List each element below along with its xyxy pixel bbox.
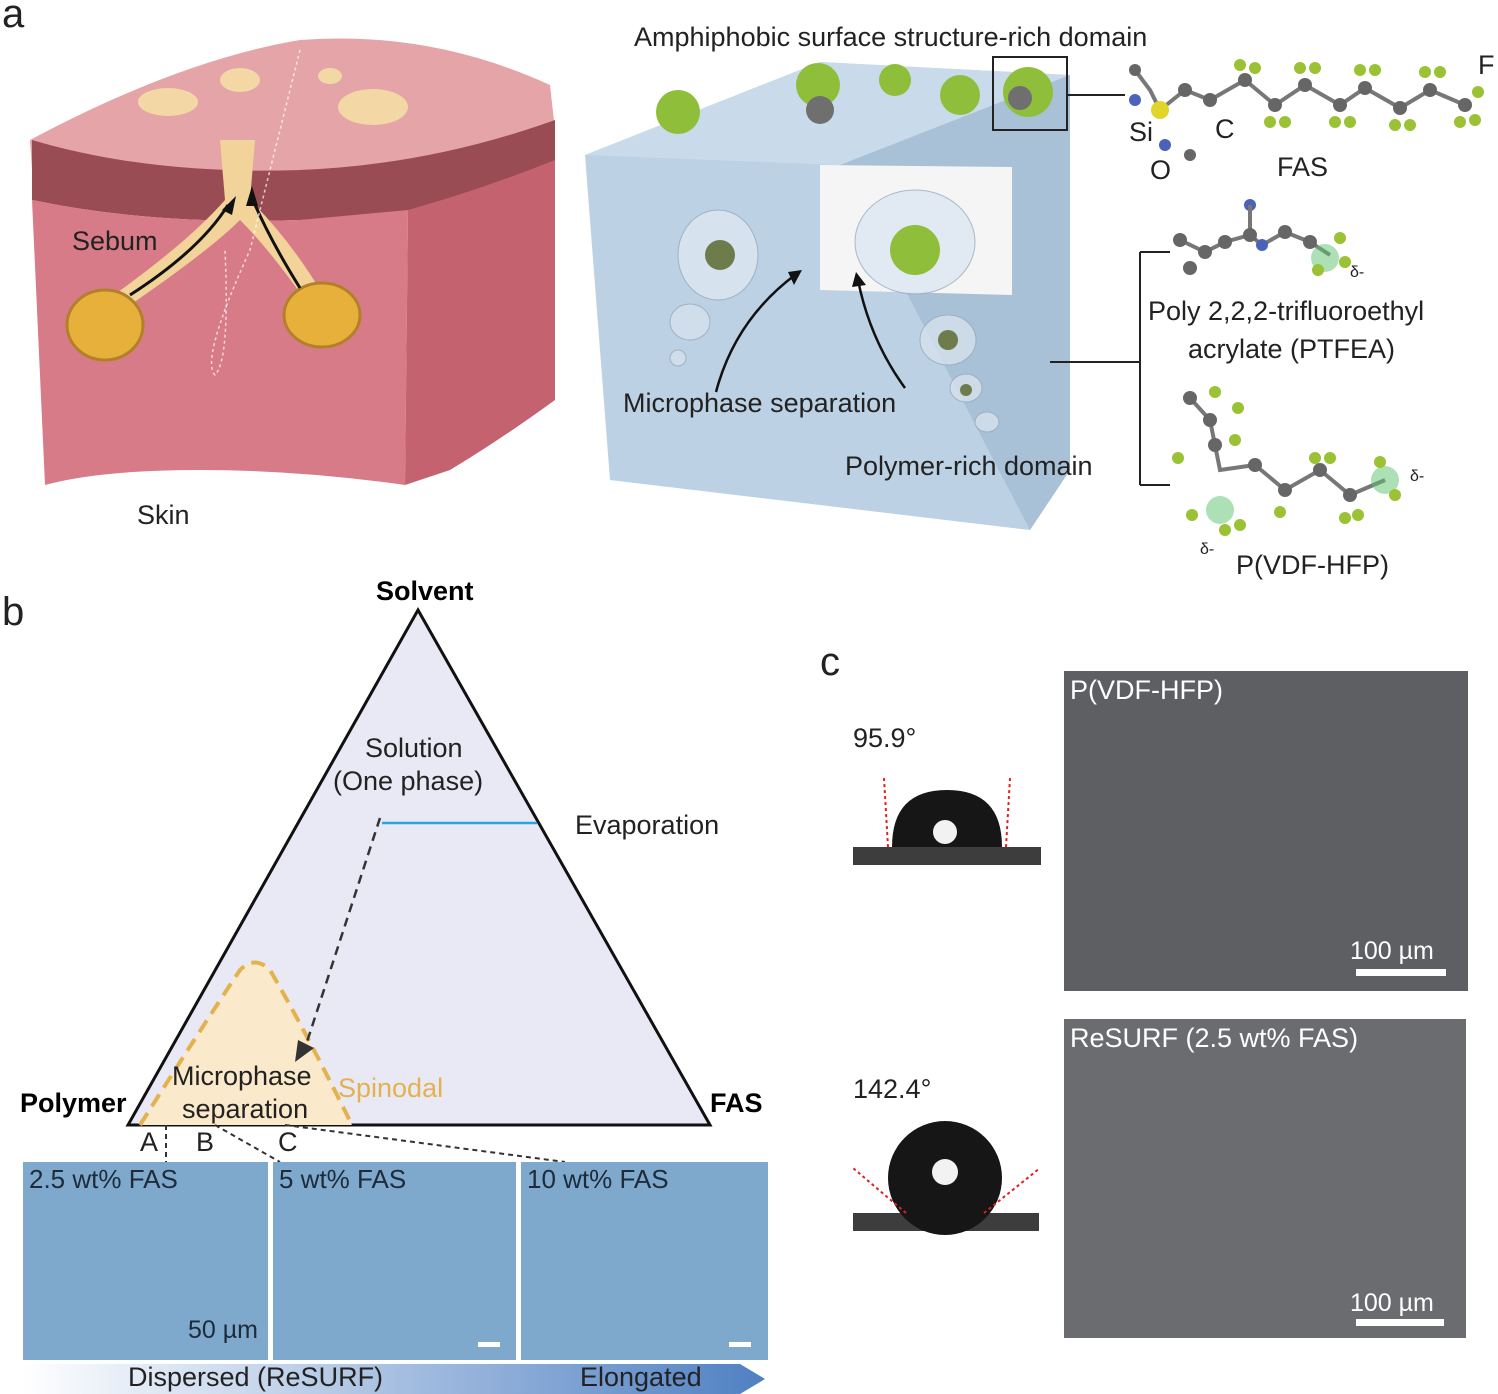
contact-angle-2: 142.4° <box>853 1074 932 1104</box>
vertex-polymer: Polymer <box>20 1088 127 1118</box>
contact-angle-1: 95.9° <box>853 723 917 753</box>
evaporation-label: Evaporation <box>575 810 720 840</box>
atom-o: O <box>1150 155 1172 185</box>
sem-caption: ReSURF (2.5 wt% FAS) <box>1070 1023 1359 1053</box>
micrograph-caption: 2.5 wt% FAS <box>29 1164 178 1194</box>
pvdf-delta-left: δ- <box>1200 541 1215 558</box>
micrograph-5: 5 wt% FAS <box>273 1162 516 1360</box>
ptfea-delta: δ- <box>1350 264 1365 281</box>
scale-bar <box>729 1342 751 1347</box>
spinodal-label: Spinodal <box>338 1073 444 1103</box>
sem-pvdf: P(VDF-HFP) 100 µm <box>1064 671 1468 991</box>
microphase-line2: separation <box>182 1094 309 1124</box>
scale-bar <box>478 1342 500 1347</box>
atom-c: C <box>1215 114 1235 144</box>
microphase-label: Microphase separation <box>623 388 897 418</box>
atom-si: Si <box>1129 117 1154 147</box>
dispersed-label: Dispersed (ReSURF) <box>128 1362 384 1392</box>
scale-bar <box>1356 969 1446 976</box>
solution-label: Solution <box>365 733 463 763</box>
sem-resurf: ReSURF (2.5 wt% FAS) 100 µm <box>1064 1019 1466 1338</box>
ptfea-line1: Poly 2,2,2-trifluoroethyl <box>1148 296 1425 326</box>
microphase-line1: Microphase <box>172 1061 312 1091</box>
pvdf-delta-right: δ- <box>1410 468 1425 485</box>
scale-label: 100 µm <box>1350 1289 1434 1317</box>
micrograph-2-5: 2.5 wt% FAS 50 µm <box>23 1162 268 1360</box>
panel-b-letter: b <box>2 590 25 634</box>
sem-caption: P(VDF-HFP) <box>1070 675 1223 705</box>
polymer-rich-label: Polymer-rich domain <box>845 451 1093 481</box>
scale-label: 50 µm <box>188 1316 258 1344</box>
amphiphobic-label: Amphiphobic surface structure-rich domai… <box>634 22 1148 52</box>
point-c: C <box>278 1127 298 1157</box>
micrograph-caption: 5 wt% FAS <box>279 1164 407 1194</box>
point-b: B <box>196 1127 215 1157</box>
panel-c-letter: c <box>820 640 840 684</box>
point-a: A <box>140 1127 159 1157</box>
skin-label: Skin <box>137 500 190 530</box>
pvdf-label: P(VDF-HFP) <box>1236 550 1389 580</box>
scale-bar <box>1356 1319 1444 1326</box>
solution-phase-label: (One phase) <box>333 766 484 796</box>
fas-label: FAS <box>1277 152 1329 182</box>
micrograph-caption: 10 wt% FAS <box>527 1164 669 1194</box>
vertex-solvent: Solvent <box>376 576 474 606</box>
elongated-label: Elongated <box>580 1362 702 1392</box>
sebum-label: Sebum <box>72 226 158 256</box>
scale-label: 100 µm <box>1350 937 1434 965</box>
atom-f: F <box>1478 50 1495 80</box>
panel-a-letter: a <box>2 0 25 36</box>
vertex-fas: FAS <box>710 1088 763 1118</box>
ptfea-line2: acrylate (PTFEA) <box>1188 334 1396 364</box>
micrograph-10: 10 wt% FAS <box>521 1162 768 1360</box>
